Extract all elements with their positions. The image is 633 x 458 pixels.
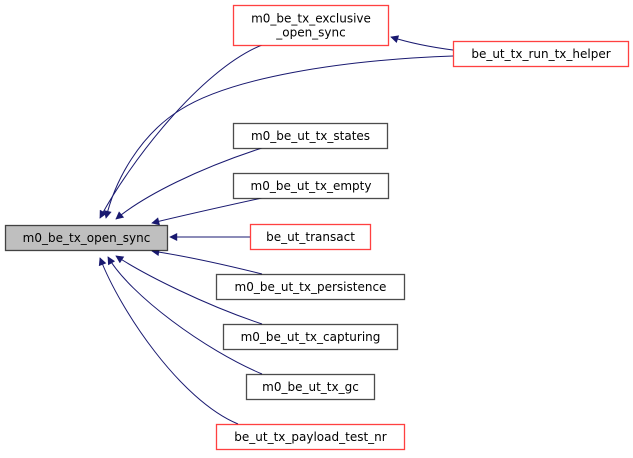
node-gc[interactable]: m0_be_ut_tx_gc <box>245 373 376 401</box>
node-box[interactable] <box>232 4 390 47</box>
node-helper[interactable]: be_ut_tx_run_tx_helper <box>452 40 630 68</box>
node-main[interactable]: m0_be_tx_open_sync <box>4 224 169 252</box>
edges-layer <box>98 35 454 425</box>
edge-helper-to-main <box>103 55 454 219</box>
node-label: _open_sync <box>275 26 346 40</box>
node-payload[interactable]: be_ut_tx_payload_test_nr <box>215 423 406 451</box>
node-capturing[interactable]: m0_be_ut_tx_capturing <box>222 323 399 351</box>
edge-payload-to-main <box>98 257 239 425</box>
node-label: m0_be_ut_tx_empty <box>251 179 372 193</box>
nodes-layer: m0_be_tx_open_sync m0_be_tx_exclusive_ope… <box>4 4 630 451</box>
edge-persistence-to-main <box>151 248 263 275</box>
node-empty[interactable]: m0_be_ut_tx_empty <box>232 172 390 200</box>
edge-empty-to-main <box>151 197 263 226</box>
node-box[interactable] <box>232 122 389 150</box>
node-states[interactable]: m0_be_ut_tx_states <box>232 122 389 150</box>
node-label: be_ut_transact <box>266 230 355 244</box>
node-persistence[interactable]: m0_be_ut_tx_persistence <box>215 273 406 301</box>
node-box[interactable] <box>452 40 630 68</box>
node-label: m0_be_ut_tx_gc <box>262 380 359 394</box>
node-box[interactable] <box>232 172 390 200</box>
node-label: m0_be_ut_tx_persistence <box>235 280 387 294</box>
node-label: be_ut_tx_run_tx_helper <box>471 47 610 61</box>
edge-gc-to-main <box>107 256 263 375</box>
node-box[interactable] <box>249 223 372 251</box>
node-box[interactable] <box>245 373 376 401</box>
node-label: m0_be_tx_exclusive <box>251 12 371 26</box>
node-box[interactable] <box>222 323 399 351</box>
edge-helper-to-excl <box>390 35 454 51</box>
edge-capturing-to-main <box>115 255 263 325</box>
node-excl[interactable]: m0_be_tx_exclusive_open_sync <box>232 4 390 47</box>
node-box[interactable] <box>215 273 406 301</box>
node-label: m0_be_tx_open_sync <box>23 231 151 245</box>
node-label: be_ut_tx_payload_test_nr <box>234 430 386 444</box>
node-transact[interactable]: be_ut_transact <box>249 223 372 251</box>
node-label: m0_be_ut_tx_states <box>251 129 370 143</box>
node-box[interactable] <box>4 224 169 252</box>
node-box[interactable] <box>215 423 406 451</box>
node-label: m0_be_ut_tx_capturing <box>241 330 381 344</box>
edge-states-to-main <box>115 147 263 220</box>
